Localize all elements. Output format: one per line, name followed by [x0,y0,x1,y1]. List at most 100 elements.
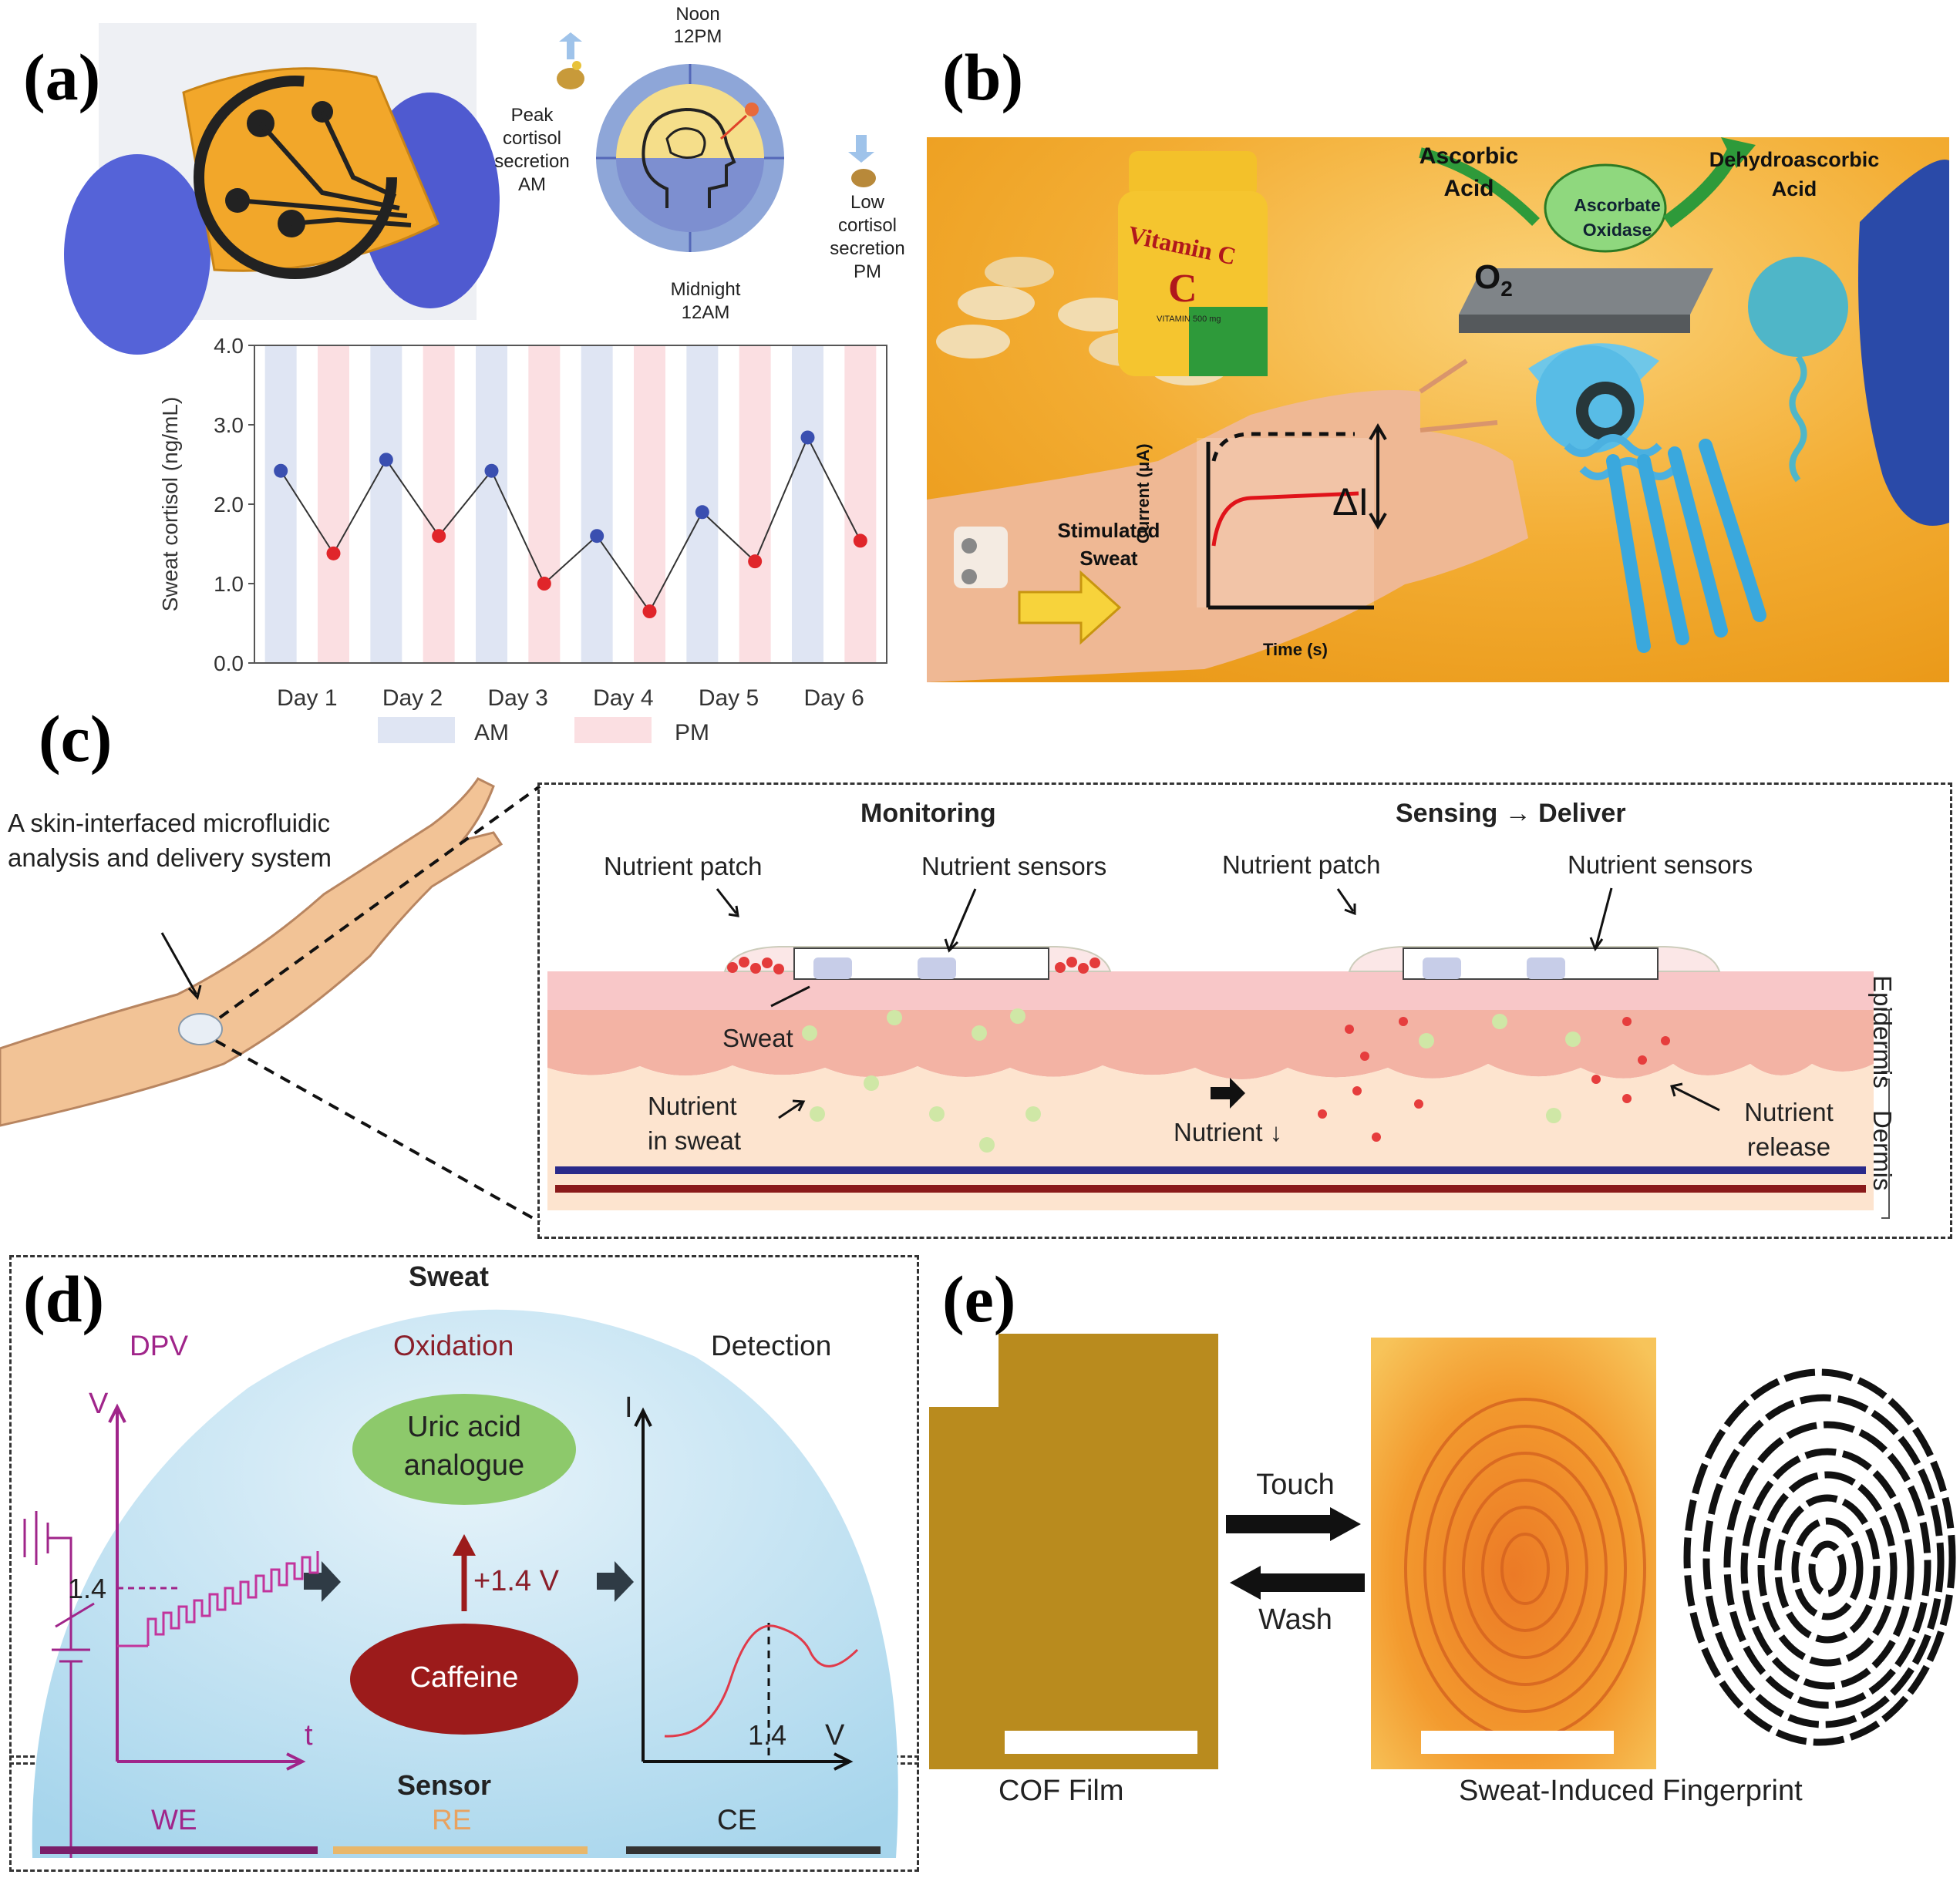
y-axis-label: Sweat cortisol (ng/mL) [158,397,182,612]
panel-b-label: (b) [942,40,1024,114]
panel-c-label: (c) [39,702,113,776]
o2-label: O2 [1474,258,1513,301]
vitamin-dose-label: VITAMIN 500 mg [1157,315,1221,324]
panel-c-callout-arrows [716,887,1720,1119]
we-label: WE [151,1804,197,1836]
y-tick-label: 0.0 [214,651,244,675]
pm-point [748,554,763,569]
detection-i-axis: I [625,1392,633,1424]
time-axis-label: Time (s) [1263,640,1328,659]
am-band [581,345,613,663]
low-cortisol-icon [848,135,876,187]
peak-cortisol-icon [557,32,584,89]
re-label: RE [432,1804,472,1836]
flexible-sensor-photo [64,23,500,355]
skin-cross-section [547,946,1890,1219]
y-tick-label: 4.0 [214,334,244,358]
oxidation-label: Oxidation [393,1330,514,1361]
wash-label: Wash [1258,1604,1332,1636]
sensing-deliver-title: Sensing → Deliver [1396,799,1626,828]
arm-with-patch-illustration [0,777,541,1223]
sensor-title: Sensor [397,1769,492,1801]
fingerprint-pattern-image [1665,1338,1956,1765]
am-band [264,345,297,663]
legend-am-label: AM [474,720,509,745]
ce-label: CE [717,1804,757,1836]
pm-point [326,546,341,560]
am-band [686,345,719,663]
sweat-fingerprint-image [1371,1338,1656,1769]
x-tick-label: Day 2 [382,685,443,711]
am-point [590,529,605,544]
caffeine-label: Caffeine [409,1661,519,1694]
am-point [379,453,393,467]
x-tick-label: Day 6 [803,685,864,711]
dpv-v-axis: V [89,1388,109,1420]
noon-label: Noon [675,4,720,25]
pm-point [432,529,446,544]
nutrient-patch-right-label: Nutrient patch [1222,850,1381,879]
epidermis-label: Epidermis [1868,975,1897,1089]
vitamin-c-sensor-illustration [927,137,1949,682]
pm-band [528,345,561,663]
midnight-label: Midnight [670,279,741,300]
cof-film-image [929,1334,1218,1769]
dpv-v-tick: 1.4 [68,1573,107,1604]
midnight-time: 12AM [681,302,730,323]
nutrient-decrease-label: Nutrient ↓ [1174,1118,1283,1146]
pm-band [318,345,349,663]
panel-e-label: (e) [942,1262,1016,1336]
circadian-clock-diagram [596,64,784,252]
pm-band [739,345,771,663]
voltage-label: +1.4 V [473,1565,559,1597]
skin-cross-section-box [537,782,1952,1239]
x-tick-label: Day 5 [699,685,759,711]
vitamin-c-letter: C [1168,267,1197,311]
cof-film-caption: COF Film [999,1775,1124,1807]
y-tick-label: 3.0 [214,413,244,437]
sweat-title: Sweat [409,1260,490,1292]
nutrient-sensors-left-label: Nutrient sensors [921,852,1107,880]
pm-point [642,604,657,619]
nutrient-patch-left-label: Nutrient patch [604,852,763,880]
am-band [792,345,823,663]
x-tick-label: Day 4 [593,685,653,711]
x-tick-label: Day 1 [277,685,337,711]
legend-pm-swatch [574,717,652,743]
fingerprint-caption: Sweat-Induced Fingerprint [1459,1775,1803,1807]
y-tick-label: 1.0 [214,572,244,596]
touch-label: Touch [1256,1469,1335,1501]
noon-time: 12PM [673,26,722,47]
am-point [484,463,499,478]
legend-pm-label: PM [675,720,709,745]
am-point [274,463,288,478]
detection-x-tick: 1.4 [748,1719,787,1751]
dpv-label: DPV [130,1330,189,1361]
pm-band [844,345,877,663]
am-band [476,345,507,663]
delta-current-label: ΔI [1332,480,1369,523]
pm-point [853,533,867,548]
panel-d-box [9,1255,919,1872]
touch-wash-arrows [1226,1507,1365,1600]
am-point [800,430,815,445]
x-tick-label: Day 3 [487,685,547,711]
sweat-dome-diagram [23,1309,898,1858]
am-band [370,345,402,663]
detection-x-axis: V [825,1719,845,1752]
dermis-label: Dermis [1868,1110,1897,1191]
dpv-t-axis: t [305,1719,313,1752]
pm-band [423,345,455,663]
monitoring-title: Monitoring [860,799,996,828]
detection-label: Detection [711,1330,832,1361]
panel-d-label: (d) [23,1262,105,1336]
y-tick-label: 2.0 [214,493,244,517]
